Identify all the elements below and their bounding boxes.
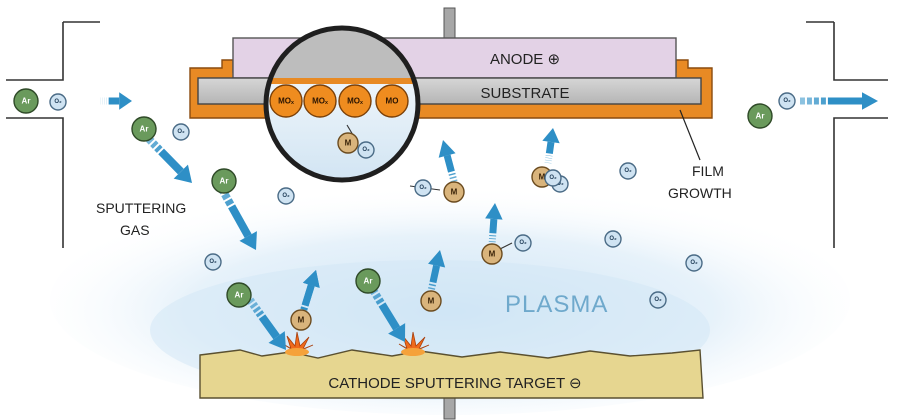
svg-text:Ar: Ar	[756, 112, 765, 121]
motion-arrow	[100, 92, 132, 110]
svg-text:O₂: O₂	[654, 297, 662, 303]
motion-arrow	[542, 128, 560, 164]
argon-atom: Ar	[747, 103, 773, 129]
motion-arrow	[438, 140, 459, 186]
svg-text:O₂: O₂	[549, 175, 557, 181]
particles: ArArArArArArMMMMMMO₂O₂O₂O₂O₂O₂O₂O₂O₂O₂O₂…	[13, 84, 796, 331]
svg-text:M: M	[539, 173, 546, 182]
oxygen-molecule: O₂	[277, 187, 295, 205]
oxygen-molecule: O₂	[49, 93, 67, 111]
oxygen-molecule: O₂	[619, 162, 637, 180]
svg-text:O₂: O₂	[556, 181, 564, 187]
film-growth-leader	[679, 109, 701, 161]
svg-text:O₂: O₂	[690, 260, 698, 266]
svg-text:MOₓ: MOₓ	[278, 97, 294, 106]
svg-text:MO: MO	[386, 97, 399, 106]
cathode-label: CATHODE SPUTTERING TARGET ⊖	[328, 375, 581, 392]
svg-text:Ar: Ar	[235, 291, 244, 300]
impact-spark	[398, 331, 430, 356]
svg-text:O₂: O₂	[609, 236, 617, 242]
metal-atom: M	[420, 290, 442, 312]
oxygen-molecule: O₂	[604, 230, 622, 248]
oxygen-molecule: O₂	[649, 291, 667, 309]
svg-text:O₂: O₂	[362, 147, 370, 153]
impact-spark	[282, 331, 314, 356]
oxygen-molecule: O₂	[544, 169, 562, 187]
svg-text:Ar: Ar	[140, 125, 149, 134]
svg-text:O₂: O₂	[177, 129, 185, 135]
argon-atom: Ar	[355, 268, 381, 294]
svg-text:M: M	[451, 188, 458, 197]
motion-arrow	[800, 92, 878, 110]
svg-text:M: M	[345, 139, 352, 148]
gas-outlet-pipe	[806, 21, 888, 248]
svg-text:Ar: Ar	[220, 177, 229, 186]
substrate-label: SUBSTRATE	[481, 85, 570, 102]
oxygen-molecule: O₂	[357, 141, 375, 159]
svg-text:O₂: O₂	[519, 240, 527, 246]
motion-arrow	[214, 180, 257, 251]
oxygen-molecule: O₂	[414, 179, 432, 197]
metal-atom: M	[290, 309, 312, 331]
svg-text:O₂: O₂	[783, 98, 791, 104]
metal-atom: M	[481, 243, 503, 265]
anode-label: ANODE ⊕	[490, 51, 560, 68]
metal-oxide-molecule: MOₓ	[338, 84, 372, 118]
oxygen-molecule: O₂	[778, 92, 796, 110]
svg-text:O₂: O₂	[54, 99, 62, 105]
svg-text:O₂: O₂	[282, 193, 290, 199]
argon-atom: Ar	[226, 282, 252, 308]
film-growth-label-line2: GROWTH	[668, 185, 732, 201]
sputtering-gas-label-line2: GAS	[120, 222, 150, 238]
argon-atom: Ar	[13, 88, 39, 114]
oxygen-molecule: O₂	[514, 234, 532, 252]
metal-oxide-molecule: MOₓ	[303, 84, 337, 118]
gas-inlet-pipe	[6, 21, 100, 248]
metal-atom: M	[443, 181, 465, 203]
svg-text:Ar: Ar	[22, 97, 31, 106]
anode-rod	[443, 7, 456, 43]
svg-text:M: M	[489, 250, 496, 259]
oxygen-molecule: O₂	[172, 123, 190, 141]
plasma-label: PLASMA	[505, 291, 608, 318]
metal-atom: M	[337, 132, 359, 154]
svg-text:MOₓ: MOₓ	[347, 97, 363, 106]
motion-arrow	[246, 297, 287, 351]
sputtering-gas-label-line1: SPUTTERING	[96, 200, 186, 216]
argon-atom: Ar	[131, 116, 157, 142]
svg-text:M: M	[298, 316, 305, 325]
motion-arrow	[366, 282, 406, 343]
svg-text:O₂: O₂	[419, 185, 427, 191]
motion-arrows	[100, 92, 878, 351]
oxygen-molecule: O₂	[204, 253, 222, 271]
oxygen-molecule: O₂	[685, 254, 703, 272]
cathode-rod	[443, 396, 456, 420]
argon-atom: Ar	[211, 168, 237, 194]
metal-oxide-molecule: MO	[375, 84, 409, 118]
svg-text:O₂: O₂	[624, 168, 632, 174]
svg-text:MOₓ: MOₓ	[312, 97, 328, 106]
svg-text:Ar: Ar	[364, 277, 373, 286]
film-growth-label-line1: FILM	[692, 163, 724, 179]
motion-arrow	[142, 132, 193, 184]
metal-oxide-molecule: MOₓ	[269, 84, 303, 118]
svg-text:O₂: O₂	[209, 259, 217, 265]
svg-text:M: M	[428, 297, 435, 306]
